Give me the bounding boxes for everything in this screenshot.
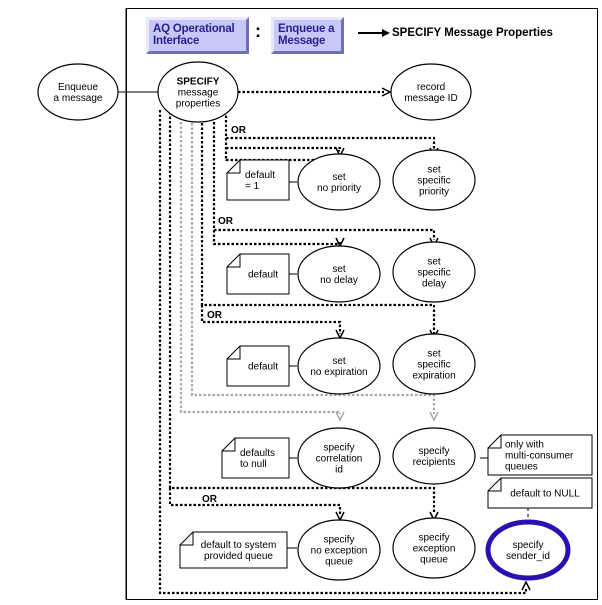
node-specify-message-properties-label-line-1: SPECIFY: [177, 77, 220, 88]
node-set-no-priority-label-line-1: set: [332, 172, 346, 183]
node-specify-message-properties[interactable]: [157, 61, 239, 123]
node-specify-correlation-id-label-line-3: id: [335, 465, 343, 476]
node-record-message-id-label-line-1: record: [417, 82, 445, 93]
note-exception-default-text-line-2: provided queue: [204, 551, 273, 562]
header-box2-line1: Enqueue a: [278, 23, 335, 35]
node-set-specific-priority-label-line-3: priority: [419, 187, 449, 198]
path-to-specific-delay: [212, 113, 436, 240]
node-set-no-expiration[interactable]: [297, 337, 381, 395]
note-correlation-default-text-line-1: defaults: [240, 448, 275, 459]
node-specify-no-exception-queue[interactable]: [297, 519, 381, 581]
node-set-no-delay-label-line-2: no delay: [320, 275, 358, 286]
node-specify-recipients[interactable]: [392, 427, 476, 485]
node-set-specific-expiration-label-line-1: set: [427, 349, 441, 360]
arrow-to-record-message-id: [381, 87, 392, 97]
note-sender-default-text-line-1: default to NULL: [510, 489, 580, 500]
header-box1-line1: AQ Operational: [153, 23, 235, 35]
node-set-no-expiration-label-line-1: set: [332, 356, 346, 367]
path-to-specific-expiration: [200, 114, 436, 334]
node-specify-message-properties-label-line-3: properties: [176, 99, 220, 110]
header-arrow-icon: [358, 29, 390, 37]
node-set-no-delay[interactable]: [297, 245, 381, 303]
node-set-specific-expiration-label-line-3: expiration: [412, 371, 455, 382]
arrow-to-specify-sender-id: [521, 580, 531, 591]
node-set-specific-expiration-label-line-2: specific: [417, 360, 450, 371]
node-set-specific-expiration[interactable]: [392, 333, 476, 395]
node-specify-no-exception-queue-label-line-2: no exception: [311, 546, 368, 557]
node-specify-correlation-id[interactable]: [297, 427, 381, 489]
path-to-specify-sender-id: [158, 110, 528, 595]
note-sender-default: [487, 477, 593, 509]
path-to-specific-priority: [224, 111, 436, 150]
header-box2-line2: Message: [278, 35, 326, 47]
path-to-no-expiration: [200, 305, 342, 334]
node-specify-exception-queue-label-line-3: queue: [420, 555, 448, 566]
node-enqueue-a-message[interactable]: [37, 63, 119, 121]
node-specify-recipients-label-line-2: recipients: [413, 457, 456, 468]
node-set-no-priority[interactable]: [297, 153, 381, 211]
note-recipients-text-line-2: multi-consumer: [505, 451, 574, 462]
path-to-specify-recipients: [190, 114, 436, 414]
note-priority-default-text-line-1: default: [245, 170, 275, 181]
node-set-specific-priority-label-line-2: specific: [417, 176, 450, 187]
node-specify-message-properties-label-line-2: message: [178, 88, 219, 99]
note-recipients-text-line-1: only with: [505, 440, 544, 451]
header-colon: :: [255, 21, 261, 41]
header-box-enqueue-a-message[interactable]: Enqueue a Message: [271, 17, 344, 54]
node-specify-correlation-id-label-line-2: correlation: [316, 454, 363, 465]
arrow-to-specify-correlation: [335, 411, 345, 422]
node-set-specific-delay-label-line-3: delay: [422, 279, 446, 290]
node-set-specific-delay-label-line-2: specific: [417, 268, 450, 279]
node-record-message-id-label-line-2: message ID: [404, 93, 457, 104]
note-correlation-default-text-line-2: to null: [240, 459, 267, 470]
note-recipients: [487, 434, 593, 476]
note-priority-default-text-line-2: = 1: [245, 181, 260, 192]
or-label-delay: OR: [218, 216, 234, 227]
note-delay-default: [226, 253, 290, 295]
note-exception-default-text-line-1: default to system: [201, 540, 277, 551]
node-specify-exception-queue[interactable]: [392, 517, 476, 579]
node-enqueue-a-message-label-line-1: Enqueue: [58, 82, 98, 93]
node-specify-exception-queue-label-line-1: specify: [418, 533, 449, 544]
header-page-title: SPECIFY Message Properties: [392, 27, 553, 39]
path-to-no-priority: [226, 146, 342, 150]
note-expiration-default: [226, 345, 290, 387]
note-priority-default: [226, 159, 290, 201]
node-specify-recipients-label-line-1: specify: [418, 446, 449, 457]
node-set-specific-delay[interactable]: [392, 241, 476, 303]
node-enqueue-a-message-label-line-2: a message: [54, 93, 103, 104]
node-set-specific-delay-label-line-1: set: [427, 257, 441, 268]
node-specify-no-exception-queue-label-line-1: specify: [323, 535, 354, 546]
header-box1-line2: Interface: [153, 35, 200, 47]
path-to-specify-exception-queue: [168, 112, 436, 514]
node-set-no-expiration-label-line-2: no expiration: [310, 367, 367, 378]
node-set-no-delay-label-line-1: set: [332, 264, 346, 275]
note-correlation-default: [221, 437, 290, 479]
note-expiration-default-text-line-1: default: [248, 362, 278, 373]
node-specify-sender-id[interactable]: [485, 519, 571, 581]
arrow-to-specify-recipients: [429, 411, 439, 422]
node-specify-sender-id-label-line-2: sender_id: [506, 551, 550, 562]
or-label-exception: OR: [202, 494, 218, 505]
or-label-priority: OR: [231, 125, 247, 136]
header-box-aq-operational-interface[interactable]: AQ Operational Interface: [146, 17, 249, 54]
path-to-specify-correlation: [179, 113, 342, 414]
path-to-no-delay: [212, 230, 342, 246]
node-record-message-id[interactable]: [390, 63, 472, 121]
node-specify-no-exception-queue-label-line-3: queue: [325, 557, 353, 568]
node-specify-sender-id-label-line-1: specify: [512, 540, 543, 551]
note-delay-default-text-line-1: default: [248, 270, 278, 281]
or-label-expiration: OR: [207, 310, 223, 321]
path-to-specify-no-exception-queue: [168, 488, 342, 514]
node-set-no-priority-label-line-2: no priority: [317, 183, 361, 194]
node-set-specific-priority-label-line-1: set: [427, 165, 441, 176]
note-exception-default: [179, 531, 288, 569]
node-specify-correlation-id-label-line-1: specify: [323, 443, 354, 454]
node-specify-exception-queue-label-line-2: exception: [413, 544, 456, 555]
node-set-specific-priority[interactable]: [392, 149, 476, 211]
note-recipients-text-line-3: queues: [505, 462, 538, 473]
